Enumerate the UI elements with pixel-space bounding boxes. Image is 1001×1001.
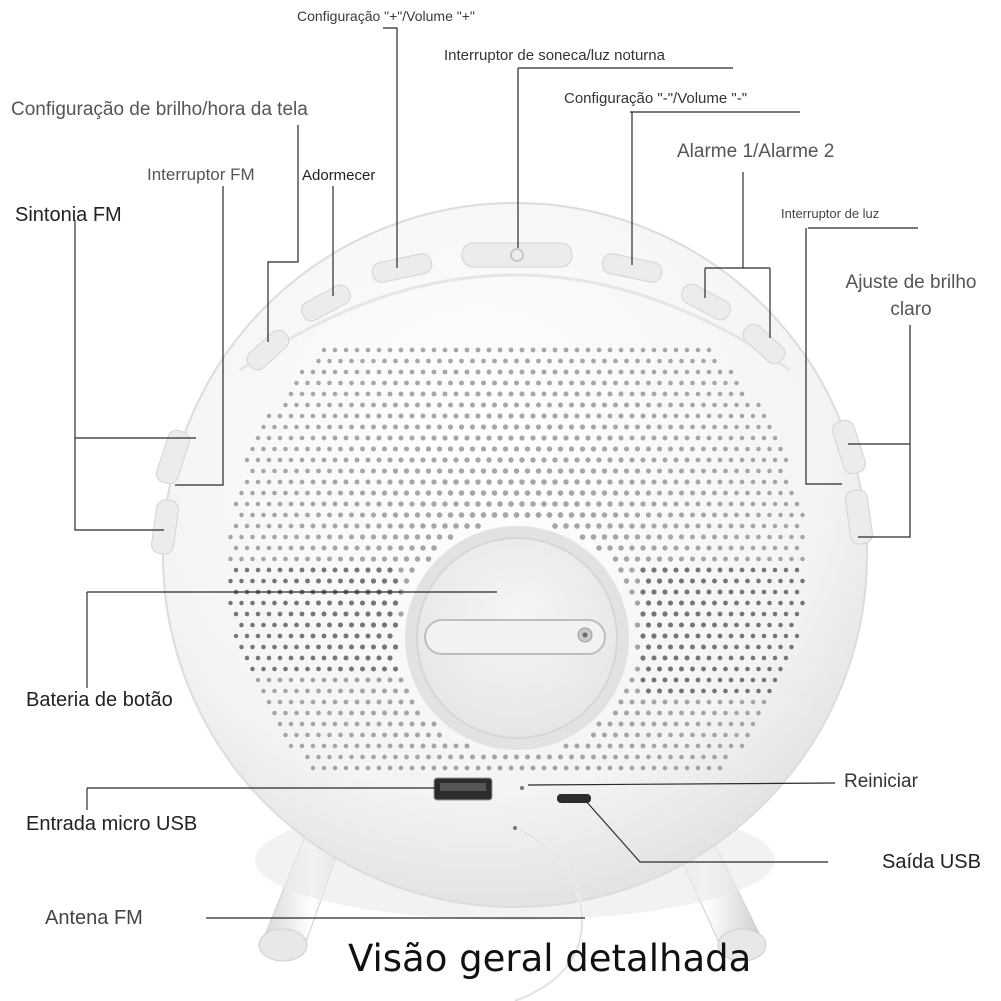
battery-cover — [405, 526, 629, 750]
label-fm-tuning: Sintonia FM — [15, 204, 122, 226]
speaker-grille — [228, 347, 805, 771]
label-light-brightness-line1: Ajuste de brilho — [845, 272, 977, 293]
label-reset: Reiniciar — [844, 771, 918, 792]
label-light-brightness: Ajuste de brilho claro — [826, 273, 996, 319]
label-fm-antenna: Antena FM — [45, 907, 143, 929]
label-alarm: Alarme 1/Alarme 2 — [677, 141, 835, 162]
label-brightness-time: Configuração de brilho/hora da tela — [11, 99, 308, 120]
leader-lines — [74, 27, 918, 919]
label-plus-volume: Configuração "+"/Volume "+" — [297, 8, 475, 24]
label-light-brightness-line2: claro — [890, 299, 932, 320]
antenna-wire-outline — [514, 829, 583, 1001]
label-minus-volume: Configuração "-"/Volume "-" — [564, 90, 748, 107]
label-light-switch: Interruptor de luz — [781, 206, 880, 221]
top-buttons — [151, 242, 873, 555]
bottom-ports — [433, 777, 591, 830]
label-sleep: Adormecer — [302, 167, 376, 184]
label-snooze-night-light: Interruptor de soneca/luz noturna — [444, 47, 665, 64]
label-usb-out: Saída USB — [882, 851, 981, 873]
label-coin-battery: Bateria de botão — [26, 689, 173, 711]
diagram-title: Visão geral detalhada — [348, 937, 752, 980]
label-fm-switch: Interruptor FM — [147, 165, 255, 184]
label-micro-usb: Entrada micro USB — [26, 813, 198, 835]
